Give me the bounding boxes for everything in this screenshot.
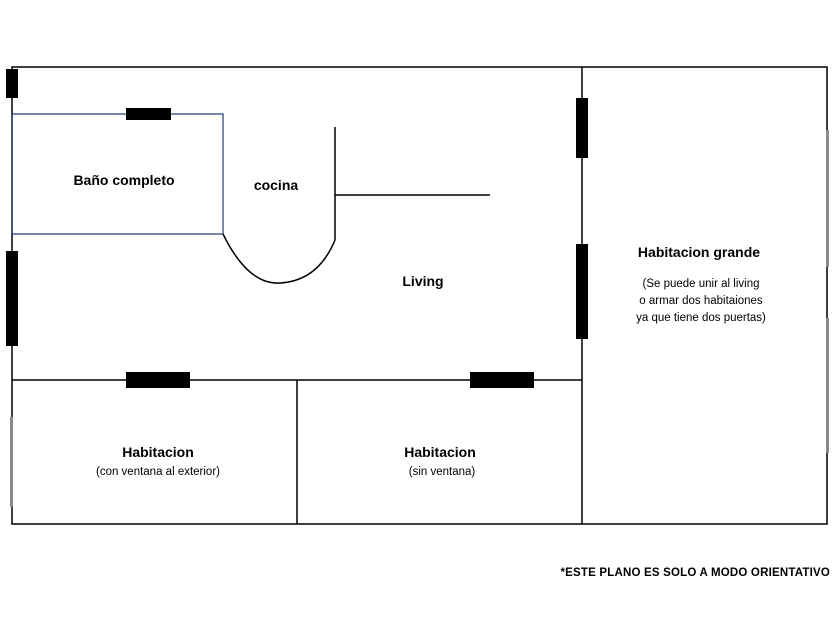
big-room-note-line-1: (Se puede unir al living (643, 278, 760, 290)
bigroom-window-lower (826, 318, 829, 453)
room-left-note: (con ventana al exterior) (96, 466, 220, 478)
bigroom-door-top (576, 98, 588, 158)
bigroom-door-bottom (576, 244, 588, 339)
bigroom-window-upper (826, 130, 829, 267)
big-room-note-line-2: o armar dos habitaiones (639, 295, 763, 307)
room-left-exterior-window (10, 417, 13, 507)
room-middle-label: Habitacion (404, 444, 476, 460)
room-middle-door (470, 372, 534, 388)
big-room-label: Habitacion grande (638, 244, 760, 260)
room-middle-note: (sin ventana) (409, 466, 476, 478)
bathroom-window (126, 108, 171, 120)
kitchen-curved-wall (222, 233, 336, 284)
room-left-door (126, 372, 190, 388)
living-label: Living (402, 273, 443, 289)
kitchen-label: cocina (254, 177, 299, 193)
left-wall-window-top (6, 69, 18, 98)
big-room-note-line-3: ya que tiene dos puertas) (636, 312, 766, 324)
disclaimer-text: *ESTE PLANO ES SOLO A MODO ORIENTATIVO (560, 567, 830, 579)
left-wall-window-middle (6, 251, 18, 346)
bathroom-outline (11, 113, 224, 235)
room-left-label: Habitacion (122, 444, 194, 460)
bathroom-label: Baño completo (73, 172, 174, 188)
